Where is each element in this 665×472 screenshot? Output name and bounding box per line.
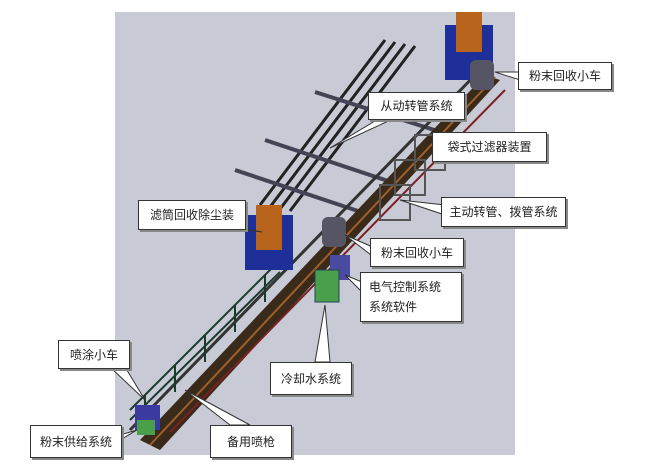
recovery-cart-mid bbox=[322, 217, 346, 247]
dust-collector-left bbox=[245, 205, 293, 270]
label-electrical-control: 电气控制系统 系统软件 bbox=[360, 272, 462, 322]
label-bag-filter: 袋式过滤器装置 bbox=[432, 132, 547, 162]
label-spray-cart: 喷涂小车 bbox=[58, 340, 130, 369]
label-spare-gun: 备用喷枪 bbox=[210, 425, 292, 458]
powder-supply-unit bbox=[137, 420, 155, 435]
cooling-cabinet bbox=[314, 269, 340, 303]
label-cartridge-dust-collector: 滤筒回收除尘装 bbox=[138, 200, 246, 230]
system-software-text: 系统软件 bbox=[369, 300, 418, 314]
label-driven-rotary-pipe: 从动转管系统 bbox=[368, 92, 465, 120]
label-powder-supply: 粉末供给系统 bbox=[30, 425, 122, 458]
label-cooling-water: 冷却水系统 bbox=[270, 362, 352, 395]
label-powder-recovery-cart-mid: 粉末回收小车 bbox=[370, 238, 464, 267]
label-powder-recovery-cart-top: 粉末回收小车 bbox=[518, 62, 612, 90]
dust-collector-top bbox=[445, 12, 493, 80]
pipe-rack bbox=[258, 39, 417, 212]
electrical-control-text: 电气控制系统 bbox=[369, 280, 442, 294]
label-active-rotary-pipe: 主动转管、拨管系统 bbox=[441, 197, 566, 227]
recovery-cart-top bbox=[470, 60, 494, 90]
